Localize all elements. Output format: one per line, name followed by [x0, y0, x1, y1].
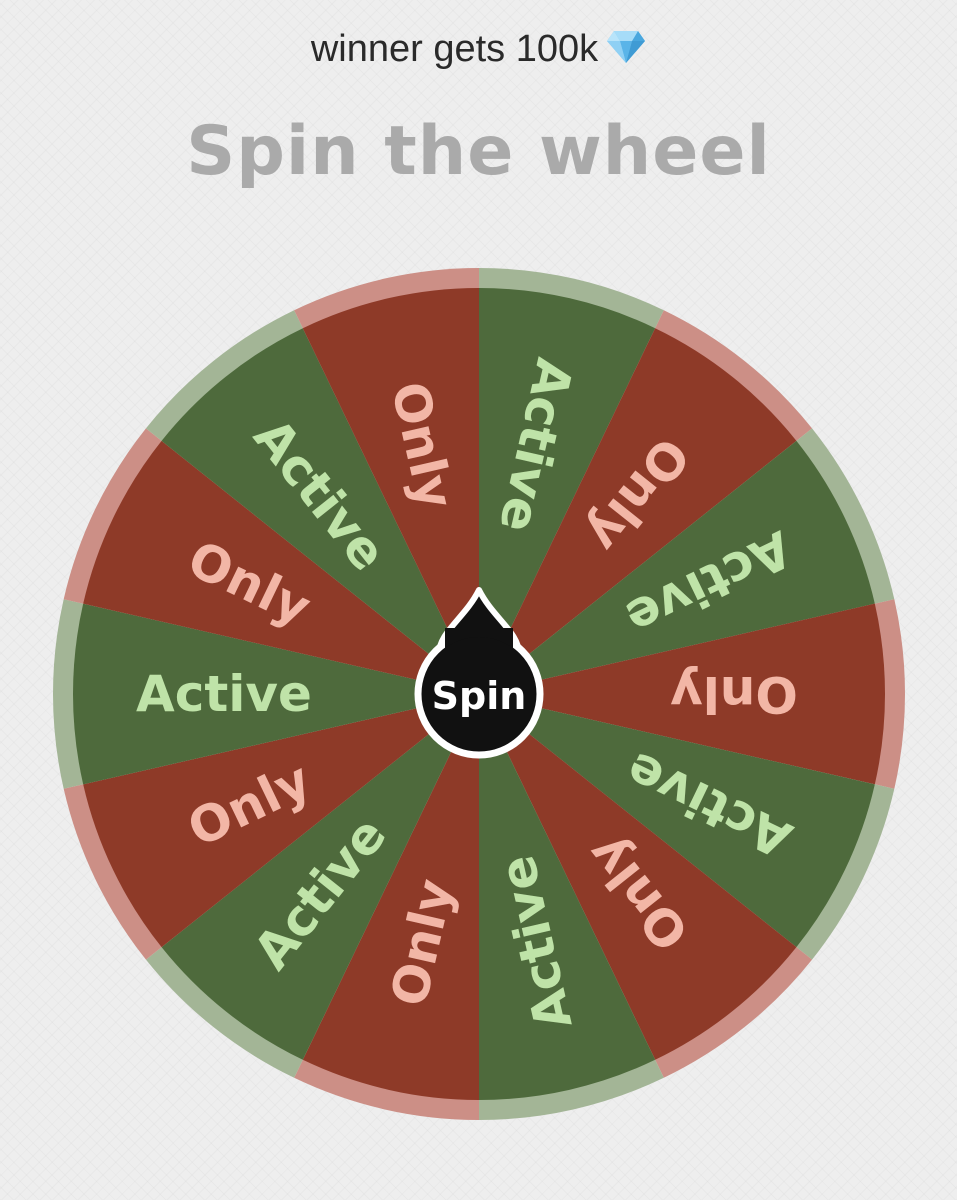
wheel-segment [302, 694, 479, 1100]
spin-button-face[interactable] [422, 637, 536, 751]
caption: winner gets 100k [0, 28, 957, 75]
wheel-graphic[interactable]: ActiveOnlyActiveOnlyActiveOnlyActiveOnly… [53, 268, 905, 1120]
wheel-segment [161, 328, 479, 694]
page-title: Spin the wheel [186, 112, 771, 191]
spin-button-label: Spin [432, 674, 527, 718]
wheel-segment [73, 603, 479, 785]
spin-button[interactable]: Spin [414, 587, 544, 759]
wheel-segment [161, 694, 479, 1060]
caption-text: winner gets 100k [310, 28, 599, 70]
wheel-segment [302, 288, 479, 694]
wheel-segment [479, 694, 797, 1060]
wheel-segment [479, 694, 875, 948]
wheel-segment [479, 440, 875, 694]
wheel-segment-label: Only [670, 665, 798, 723]
wheel-segment [479, 603, 885, 785]
wheel-segment [83, 440, 480, 694]
wheel-segment [479, 288, 656, 694]
wheel-segment [479, 694, 656, 1100]
wheel-segment [479, 328, 797, 694]
gem-icon [606, 29, 646, 75]
wheel-segment-label: Active [136, 665, 312, 723]
wheel-segment [83, 694, 480, 948]
